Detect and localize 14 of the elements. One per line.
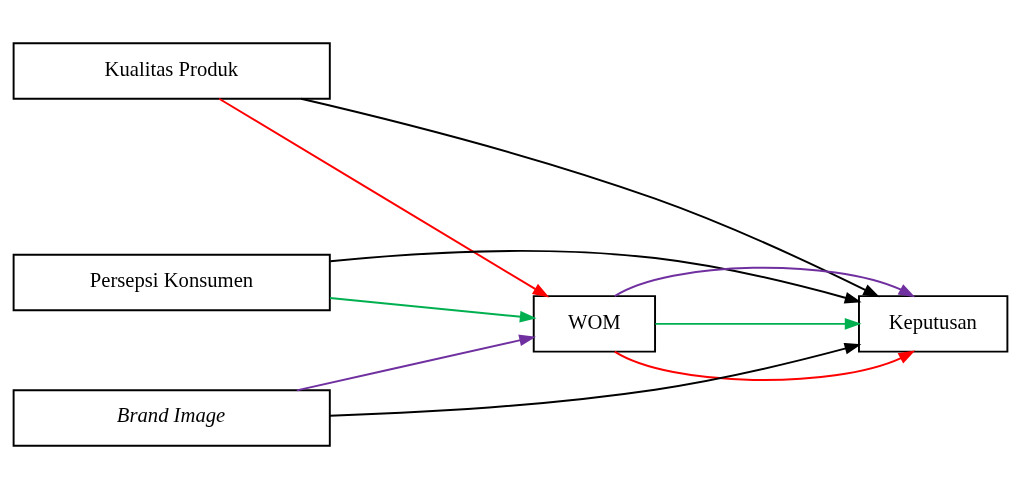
arrow [300,97,880,297]
arrow [329,249,862,303]
arrow [613,266,916,297]
arrow [613,349,916,381]
arrow [295,334,537,391]
node-box: WOM [532,294,656,353]
node-box: Kualitas Produk [12,41,331,100]
node-box: Persepsi Konsumen [12,253,331,311]
arrow [329,296,537,323]
arrow [654,317,862,330]
arrow [218,97,550,298]
node-box: Brand Image [12,388,331,447]
arrow [329,342,862,417]
node-box: Keputusan [858,294,1009,353]
